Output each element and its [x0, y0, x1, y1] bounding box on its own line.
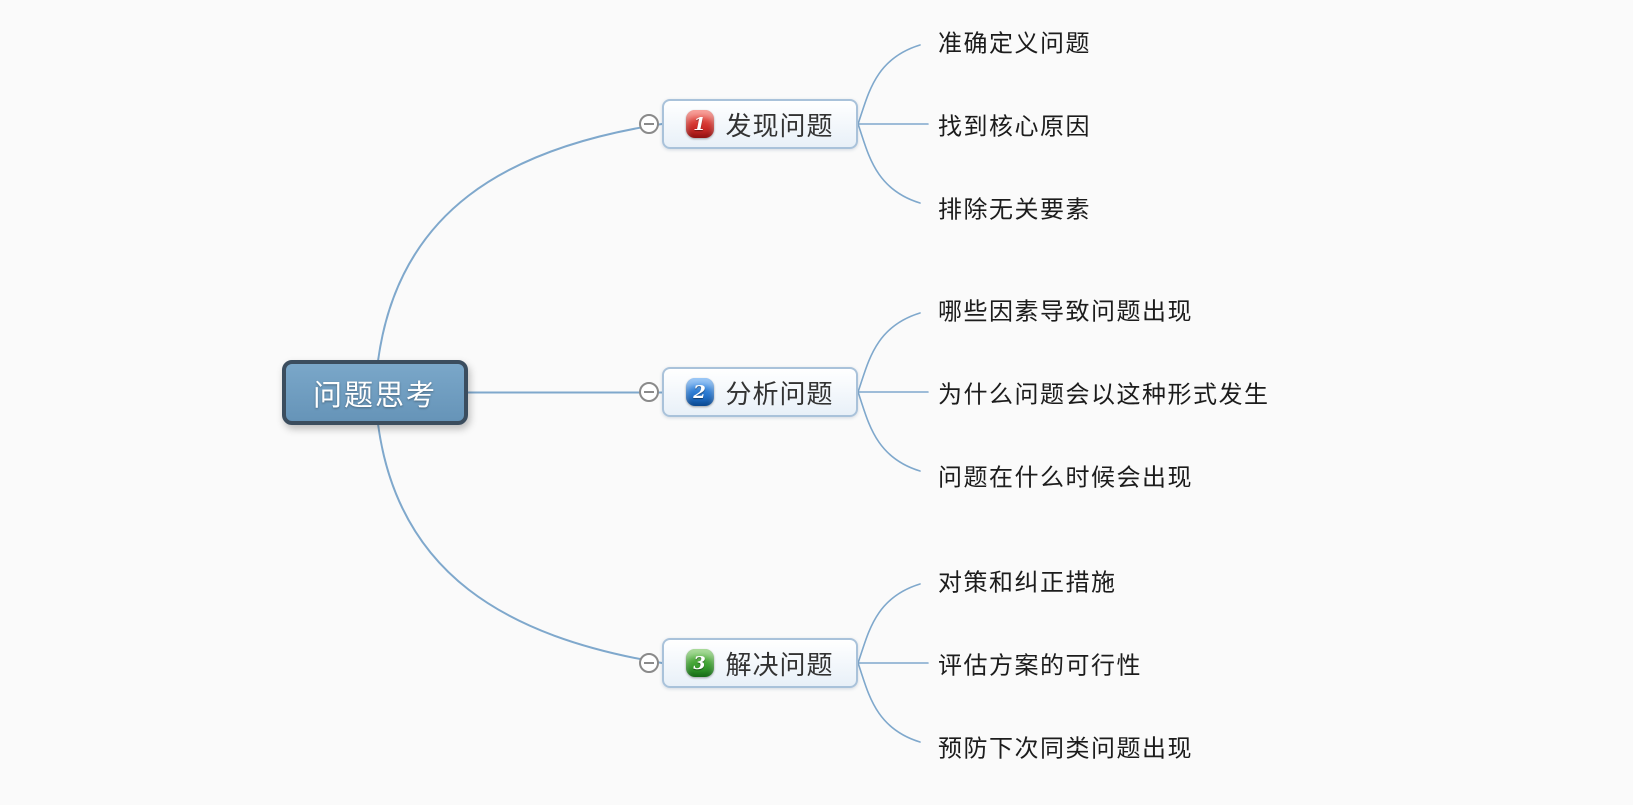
subtopic[interactable]: 找到核心原因: [938, 113, 1091, 141]
minus-icon: [644, 662, 654, 664]
priority-badge-3-icon: 3: [686, 649, 715, 677]
minus-icon: [644, 391, 654, 393]
subtopic[interactable]: 预防下次同类问题出现: [938, 735, 1193, 763]
central-topic[interactable]: 问题思考: [282, 360, 468, 425]
main-topic-label: 解决问题: [725, 649, 834, 680]
priority-badge-1-icon: 1: [686, 110, 715, 138]
main-topic-2[interactable]: 2 分析问题: [662, 367, 858, 417]
priority-badge-2-icon: 2: [686, 378, 715, 406]
connector-line: [857, 44, 921, 125]
main-topic-label: 分析问题: [725, 378, 834, 409]
subtopic[interactable]: 评估方案的可行性: [938, 652, 1142, 680]
connector-line: [857, 391, 921, 472]
collapse-button[interactable]: [639, 653, 659, 673]
main-topic-3[interactable]: 3 解决问题: [662, 638, 858, 688]
connector-line: [857, 662, 921, 743]
collapse-button[interactable]: [639, 114, 659, 134]
main-topic-label: 发现问题: [725, 110, 834, 141]
connector-line: [377, 123, 663, 362]
subtopic[interactable]: 哪些因素导致问题出现: [938, 298, 1193, 326]
priority-badge-number: 2: [693, 381, 706, 403]
connector-line: [857, 312, 921, 393]
connector-line: [857, 583, 921, 664]
priority-badge-number: 3: [693, 652, 706, 674]
connector-line: [377, 423, 663, 664]
subtopic[interactable]: 排除无关要素: [938, 196, 1091, 224]
minus-icon: [644, 123, 654, 125]
subtopic[interactable]: 准确定义问题: [938, 30, 1091, 58]
subtopic[interactable]: 为什么问题会以这种形式发生: [938, 381, 1270, 409]
priority-badge-number: 1: [693, 113, 706, 135]
connector-line: [857, 123, 921, 204]
main-topic-1[interactable]: 1 发现问题: [662, 99, 858, 149]
subtopic[interactable]: 对策和纠正措施: [938, 569, 1117, 597]
central-topic-label: 问题思考: [312, 379, 437, 412]
collapse-button[interactable]: [639, 382, 659, 402]
subtopic[interactable]: 问题在什么时候会出现: [938, 464, 1193, 492]
